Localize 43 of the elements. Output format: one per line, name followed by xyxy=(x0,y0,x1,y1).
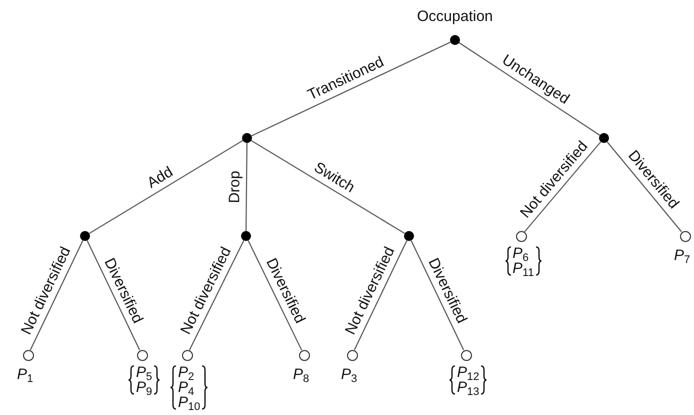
tree-branch-line xyxy=(86,240,140,350)
tree-branch-line xyxy=(354,240,408,350)
branch-node-dot xyxy=(599,133,609,143)
outcome-label: P$_{8}$ xyxy=(293,366,310,383)
outcome-label: P$_{4}$ xyxy=(178,380,196,395)
leaf-node-circle xyxy=(298,350,310,360)
tree-branch-line xyxy=(188,240,244,350)
edge-label: Drop xyxy=(227,170,244,204)
branch-node-dot xyxy=(450,35,460,45)
tree-branch-line xyxy=(524,141,602,232)
outcome-label: P$_{12}$ xyxy=(457,365,480,380)
leaf-node-circle xyxy=(182,350,192,360)
leaf-node-circle xyxy=(460,350,472,360)
outcome-label: P$_{10}$ xyxy=(178,395,200,410)
branch-node-dot xyxy=(404,231,414,241)
leaf-node-circle xyxy=(346,350,358,360)
tree-title-label: Occupation xyxy=(417,8,493,25)
outcome-label: P$_{9}$ xyxy=(136,380,152,395)
leaf-node-circle xyxy=(516,230,526,242)
tree-branch-line xyxy=(248,240,302,350)
tree-branch-line xyxy=(30,240,84,350)
outcome-label: P$_{6}$ xyxy=(512,246,530,261)
leaf-node-circle xyxy=(680,230,690,242)
outcome-label: P$_{11}$ xyxy=(512,261,534,276)
leaf-node-circle xyxy=(136,350,148,360)
outcome-label: P$_{3}$ xyxy=(341,366,358,383)
tree-branch-line xyxy=(251,42,451,136)
branch-node-dot xyxy=(241,231,251,241)
tree-branch-line xyxy=(246,143,248,231)
tree-branch-line xyxy=(410,240,464,350)
leaf-node-circle xyxy=(22,350,34,360)
outcome-label: P$_{13}$ xyxy=(457,380,480,395)
tree-branch-line xyxy=(251,140,405,234)
tree-branch-line xyxy=(458,42,600,136)
outcome-label: P$_{2}$ xyxy=(178,365,196,380)
tree-branch-line xyxy=(606,142,682,232)
outcome-label: P$_{7}$ xyxy=(674,247,690,264)
branch-node-dot xyxy=(242,133,252,143)
outcome-label: P$_{5}$ xyxy=(136,365,152,380)
edge-label: Add xyxy=(144,164,176,192)
branch-node-dot xyxy=(80,231,90,241)
tree-branch-line xyxy=(89,140,243,234)
outcome-label: P$_{1}$ xyxy=(17,366,34,383)
